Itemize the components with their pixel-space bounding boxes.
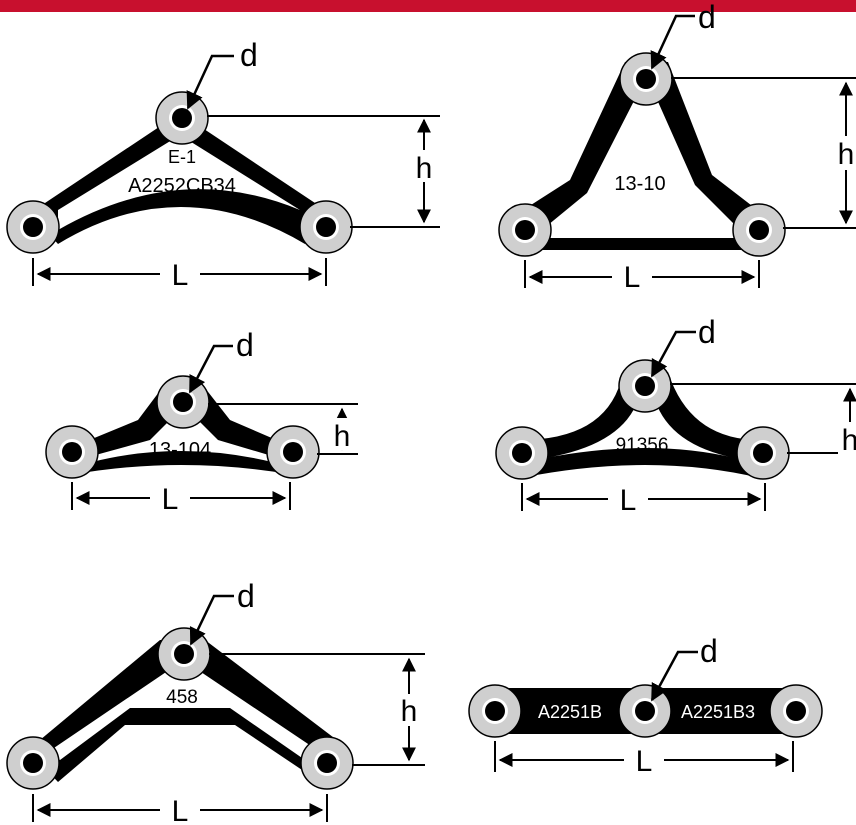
equalizer-13-104: 13-104 d h L [45, 327, 358, 516]
length-label: L [162, 483, 179, 516]
bushing-icon [468, 684, 522, 738]
diameter-label: d [236, 327, 254, 363]
bushing-icon [6, 736, 60, 790]
length-label: L [636, 745, 653, 778]
bushing-icon [299, 200, 353, 254]
part-number-label: 458 [166, 687, 198, 708]
bushing-icon [732, 203, 786, 257]
height-label: h [401, 695, 418, 728]
bushing-icon [618, 684, 672, 738]
link-a2251b: A2251B A2251B3 d L [468, 633, 823, 778]
part-number-label: 13-10 [614, 173, 665, 195]
bushing-icon [155, 91, 209, 145]
length-label: L [172, 259, 189, 292]
part-number-label: 91356 [616, 435, 669, 456]
part-number-label: A2251B3 [681, 702, 755, 722]
diameter-label: d [698, 314, 716, 350]
part-number-label: E-1 [168, 147, 196, 167]
bushing-icon [6, 200, 60, 254]
height-label: h [842, 424, 856, 457]
bushing-icon [266, 425, 320, 479]
height-label: h [838, 138, 855, 171]
bushing-icon [618, 359, 672, 413]
bushing-icon [156, 375, 210, 429]
bushing-icon [769, 684, 823, 738]
diameter-label: d [698, 0, 716, 35]
height-label: h [334, 420, 351, 453]
bushing-icon [619, 52, 673, 106]
part-number-label: A2252CB34 [128, 175, 236, 197]
diameter-label: d [237, 578, 255, 614]
diameter-label: d [700, 633, 718, 669]
length-label: L [620, 484, 637, 517]
bushing-icon [495, 426, 549, 480]
equalizer-458: 458 d h L [6, 578, 425, 825]
equalizer-13-10: 13-10 d h L [498, 0, 856, 294]
equalizer-91356: 91356 d h L [495, 314, 856, 517]
bushing-icon [45, 425, 99, 479]
part-number-label: A2251B [538, 702, 602, 722]
equalizer-e1: E-1 A2252CB34 d h L [6, 37, 440, 292]
part-number-label: 13-104 [149, 439, 211, 461]
diameter-label: d [240, 37, 258, 73]
bushing-icon [498, 203, 552, 257]
header-bar [0, 0, 856, 12]
bushing-icon [157, 627, 211, 681]
bushing-icon [300, 736, 354, 790]
bushing-icon [736, 426, 790, 480]
length-label: L [172, 795, 189, 825]
length-label: L [624, 261, 641, 294]
height-label: h [416, 152, 433, 185]
